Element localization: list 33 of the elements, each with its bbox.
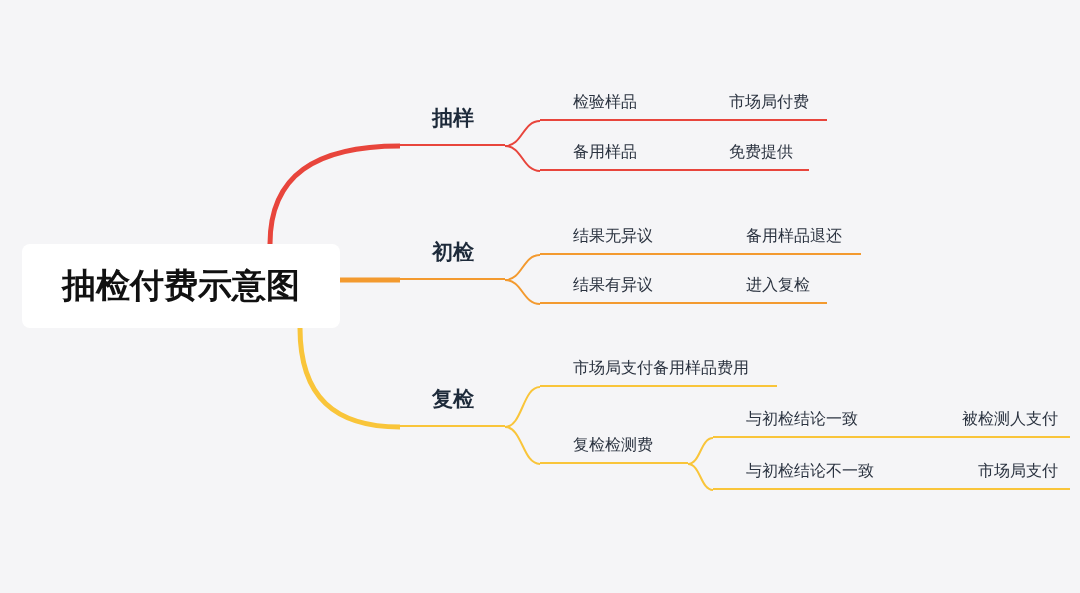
root-topic-label: 抽检付费示意图 bbox=[62, 265, 300, 306]
connector-line bbox=[687, 463, 714, 491]
connector-line bbox=[504, 145, 541, 172]
topic-label: 结果有异议 bbox=[573, 275, 653, 295]
connector-line bbox=[504, 279, 541, 305]
topic-label: 结果无异议 bbox=[573, 226, 653, 246]
connector-line bbox=[687, 437, 714, 465]
topic-label: 复检检测费 bbox=[573, 435, 653, 455]
result-label: 备用样品退还 bbox=[746, 226, 842, 246]
result-label: 被检测人支付 bbox=[962, 409, 1058, 429]
root-topic-card bbox=[22, 244, 340, 328]
subtopic bbox=[713, 407, 1070, 438]
topic-label: 与初检结论一致 bbox=[746, 409, 858, 429]
topic-label: 复检 bbox=[430, 386, 475, 412]
topic-label: 抽样 bbox=[430, 105, 475, 131]
topic-label: 检验样品 bbox=[573, 92, 637, 112]
result-label: 进入复检 bbox=[746, 275, 810, 295]
connector-line bbox=[267, 143, 401, 245]
connector-line bbox=[504, 426, 541, 465]
topic-label: 初检 bbox=[430, 239, 475, 265]
topic-label: 与初检结论不一致 bbox=[746, 461, 874, 481]
subtopic bbox=[540, 273, 827, 304]
result-label: 免费提供 bbox=[729, 142, 793, 162]
connector-line bbox=[340, 277, 400, 283]
topic-label: 备用样品 bbox=[573, 142, 637, 162]
connector-line bbox=[297, 327, 401, 430]
result-label: 市场局付费 bbox=[729, 92, 809, 112]
subtopic bbox=[540, 224, 861, 255]
subtopic bbox=[540, 356, 777, 387]
subtopic bbox=[540, 90, 827, 121]
topic-label: 市场局支付备用样品费用 bbox=[573, 358, 749, 378]
subtopic bbox=[713, 459, 1070, 490]
result-label: 市场局支付 bbox=[978, 461, 1058, 481]
